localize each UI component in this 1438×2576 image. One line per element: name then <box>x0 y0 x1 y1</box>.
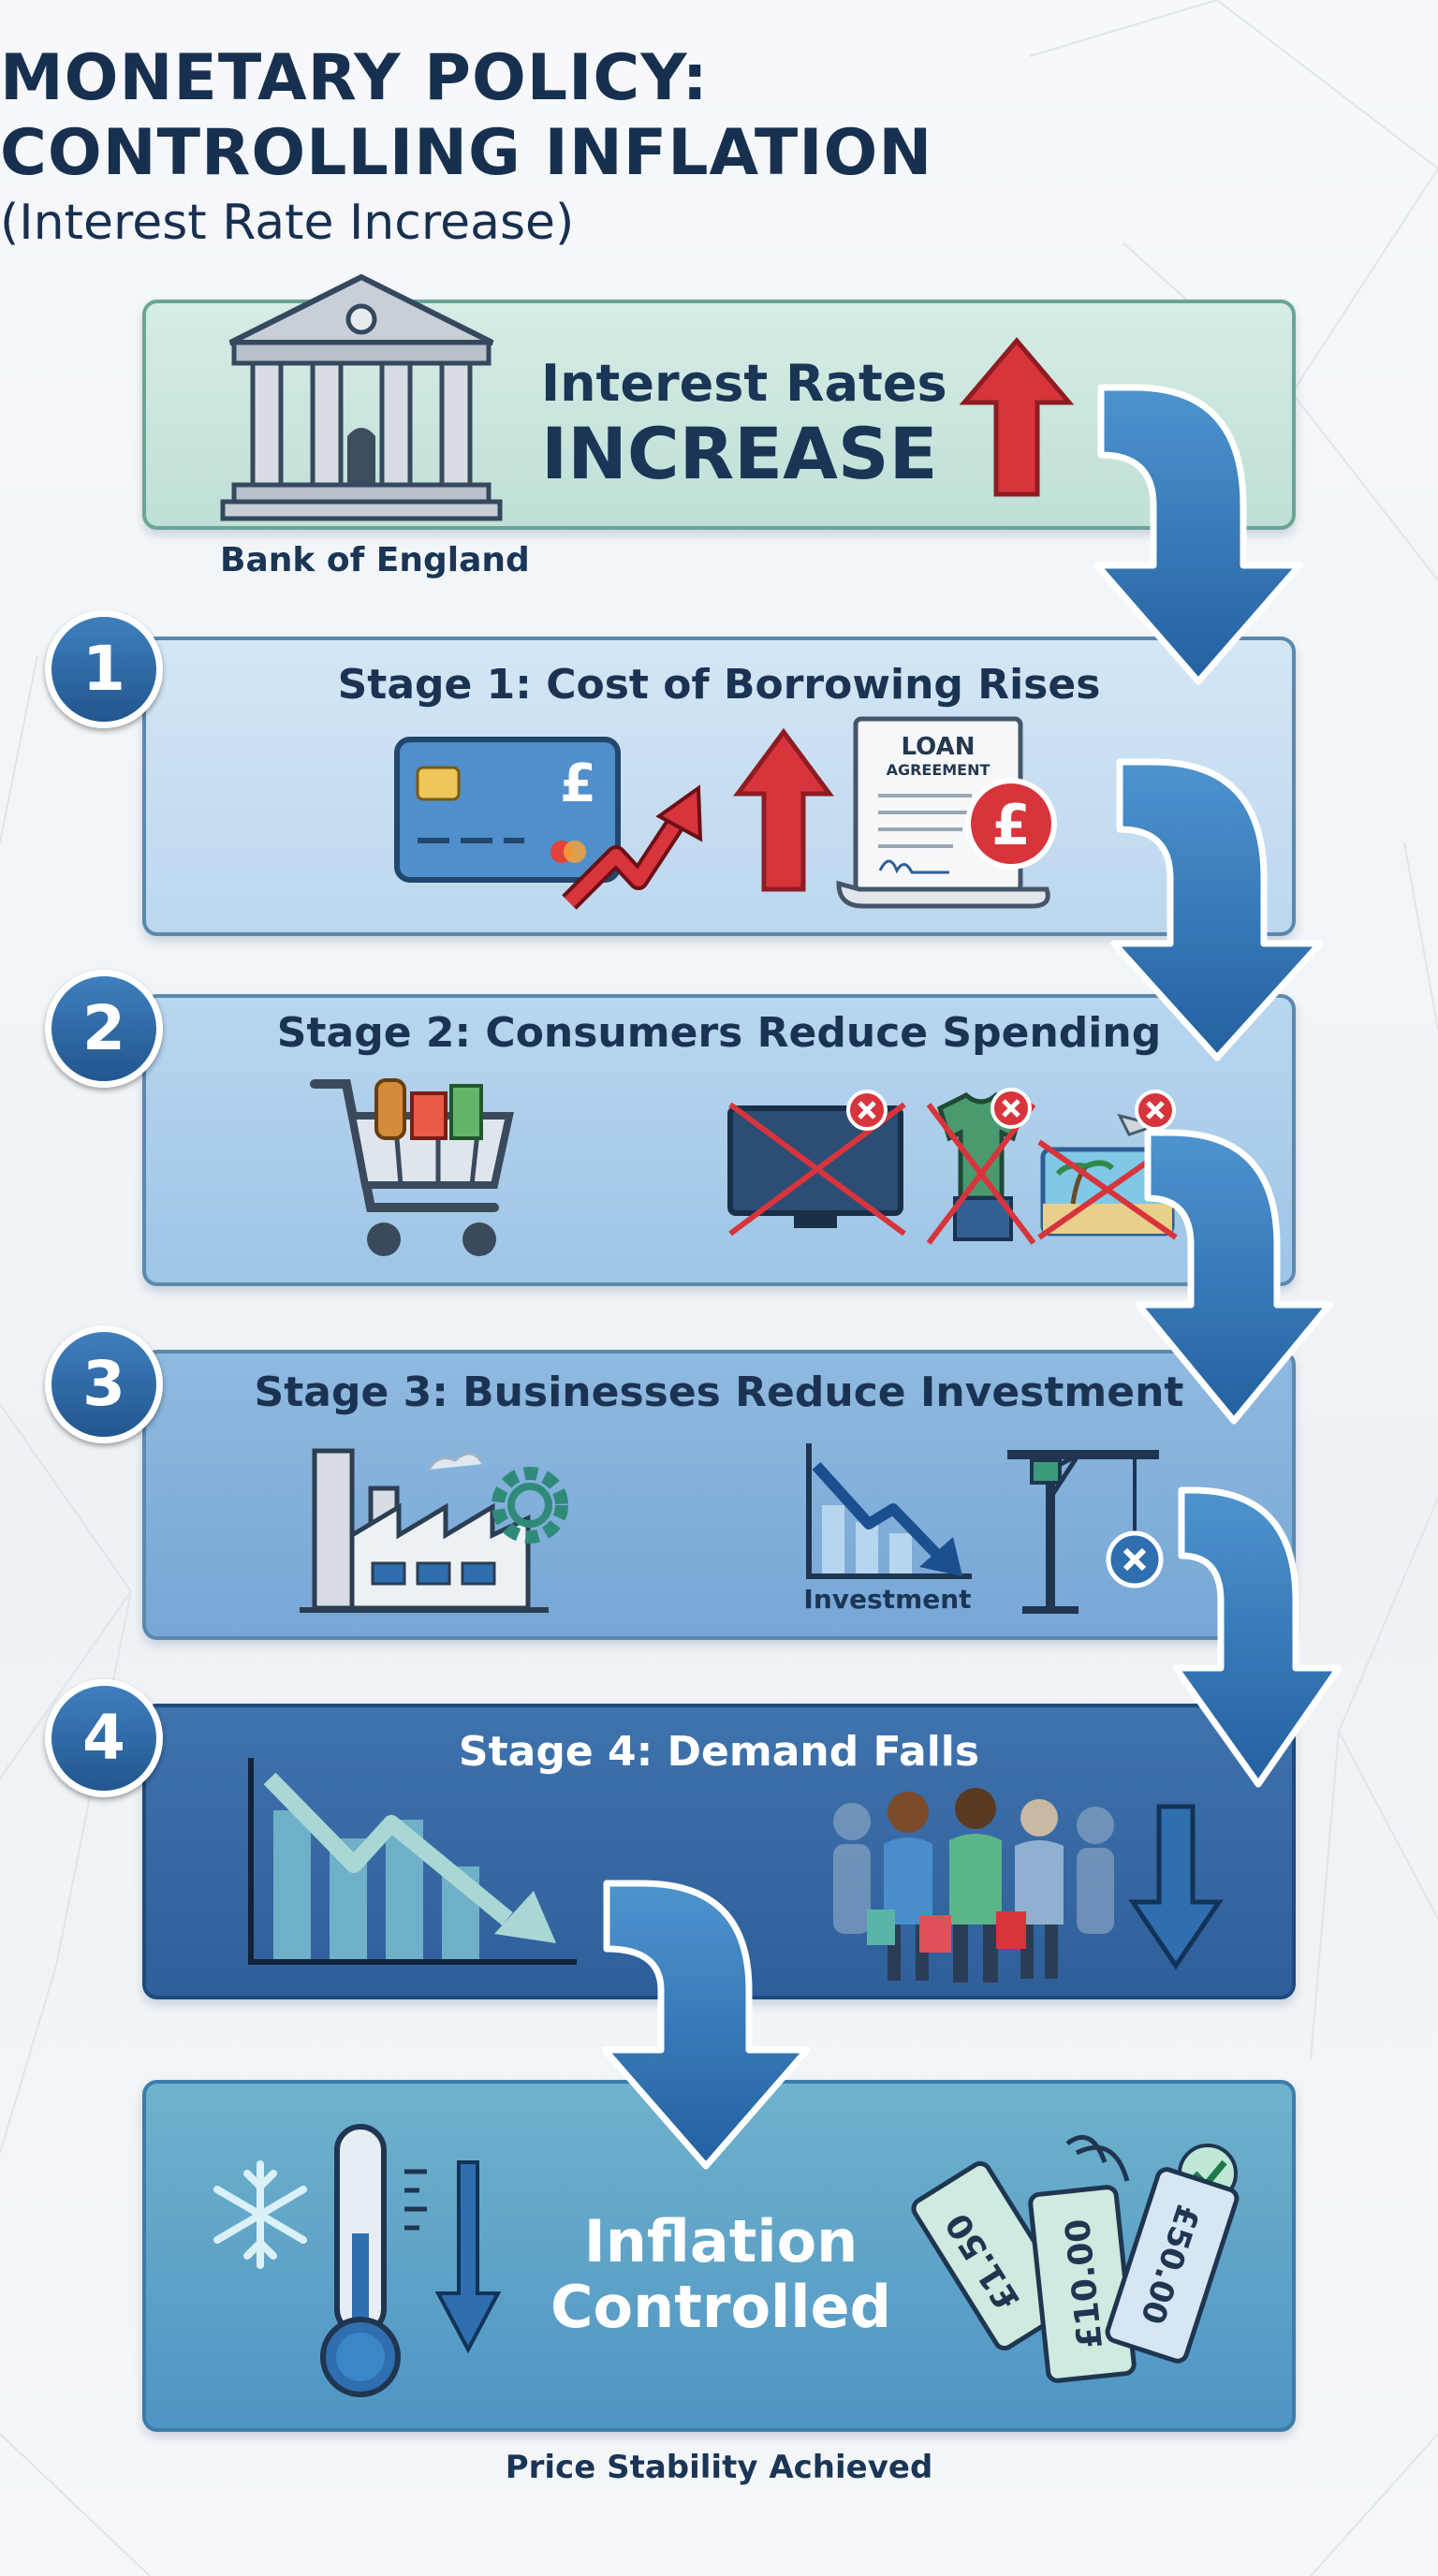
stage-4-title: Stage 4: Demand Falls <box>458 1728 980 1776</box>
thermometer-scale-down-arrow-icon <box>404 2160 502 2354</box>
svg-text:£: £ <box>560 754 596 814</box>
credit-card-icon: £ <box>394 737 621 883</box>
controlled-label: Controlled <box>550 2273 891 2341</box>
red-up-arrow-icon <box>959 337 1075 497</box>
stage-3-title: Stage 3: Businesses Reduce Investment <box>254 1368 1184 1416</box>
stage-1-title: Stage 1: Cost of Borrowing Rises <box>337 661 1101 709</box>
interest-rates-label: Interest Rates <box>541 354 947 413</box>
crossed-out-tv-icon <box>727 1090 906 1237</box>
investment-decline-chart-icon: Investment <box>803 1443 972 1615</box>
title-line-2: CONTROLLING INFLATION <box>0 116 933 190</box>
construction-crane-icon <box>1007 1450 1164 1614</box>
bank-of-england-label: Bank of England <box>220 541 530 579</box>
stage-1-number-badge: 1 <box>45 610 163 728</box>
title-line-1: MONETARY POLICY: <box>0 41 709 115</box>
thermometer-icon <box>320 2124 401 2397</box>
bank-building-icon <box>220 273 503 521</box>
loan-currency: £ <box>991 793 1031 858</box>
inflation-label: Inflation <box>583 2207 858 2276</box>
loan-title: LOAN <box>902 733 976 761</box>
stage-2-title: Stage 2: Consumers Reduce Spending <box>276 1009 1162 1057</box>
red-up-arrow-icon <box>733 727 834 892</box>
subtitle: (Interest Rate Increase) <box>0 195 575 251</box>
down-arrow-icon <box>1128 1804 1224 1970</box>
shoppers-group-icon <box>833 1788 1114 1983</box>
loan-subtitle: AGREEMENT <box>887 761 990 779</box>
stage-1-box: Stage 1: Cost of Borrowing Rises <box>142 637 1296 936</box>
demand-decline-chart-icon <box>248 1758 577 1965</box>
shopping-cart-icon <box>310 1078 514 1256</box>
rising-trend-arrow-icon <box>562 784 703 910</box>
snowflake-icon <box>213 2160 307 2269</box>
stage-2-number-badge: 2 <box>45 970 163 1088</box>
stage-4-number-badge: 4 <box>45 1679 163 1797</box>
crossed-out-clothing-icon <box>926 1088 1036 1245</box>
investment-label: Investment <box>803 1584 971 1615</box>
price-stability-footer: Price Stability Achieved <box>505 2449 933 2486</box>
increase-label: INCREASE <box>541 412 938 495</box>
price-tags-icon: £1.50 £10.00 £50.00 <box>911 2134 1240 2383</box>
loan-agreement-document-icon: LOAN AGREEMENT £ <box>836 716 1057 909</box>
stage-2-box: Stage 2: Consumers Reduce Spending <box>142 994 1296 1286</box>
factory-icon <box>300 1448 568 1613</box>
stage-3-number-badge: 3 <box>45 1325 163 1443</box>
